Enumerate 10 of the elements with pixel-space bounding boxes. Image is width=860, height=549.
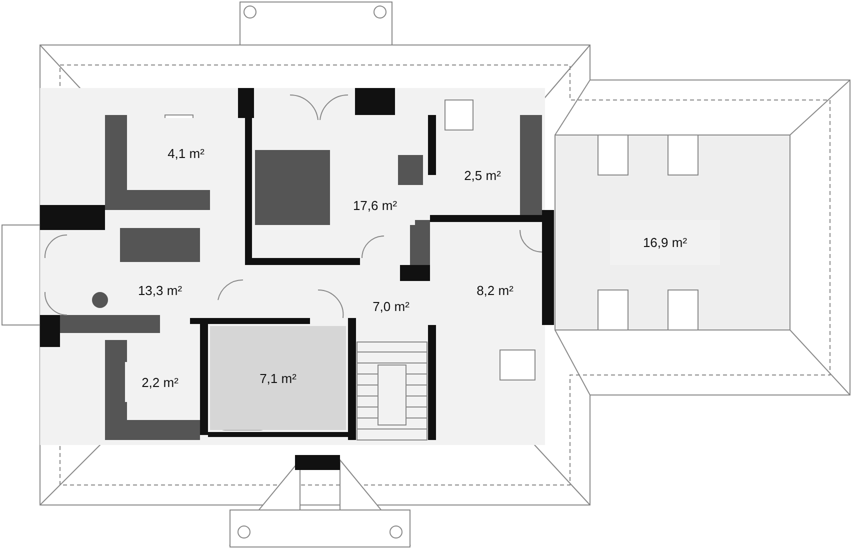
area-label: 16,9 m² [642,235,688,250]
area-label: 2,2 m² [142,374,178,390]
area-label: 2,5 m² [464,168,501,182]
area-label: 8,2 m² [476,282,514,298]
area-label: 4,1 m² [168,146,204,160]
area-label: 7,0 m² [372,298,410,314]
area-label: 13,3 m² [138,282,182,298]
area-label: 7,1 m² [260,370,296,386]
bathroom-area [210,326,346,430]
area-label: 17,6 m² [352,198,398,212]
